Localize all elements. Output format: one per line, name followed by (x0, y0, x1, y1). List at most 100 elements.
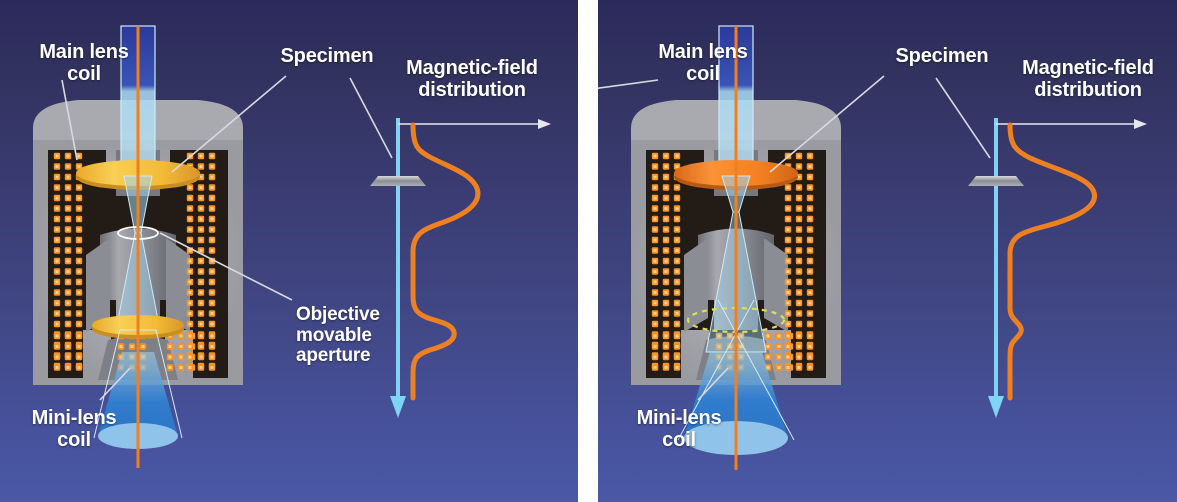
coil-dot-highlight (786, 322, 790, 326)
coil-dot-highlight (664, 322, 668, 326)
coil-dot-highlight (188, 334, 192, 338)
coil-dot-highlight (777, 355, 781, 359)
coil-dot-highlight (739, 334, 743, 338)
beam-cone-edge-left (677, 299, 755, 441)
coil-dot-highlight (797, 334, 801, 338)
coil-dot-highlight (653, 186, 657, 189)
coil-dot-highlight (717, 334, 721, 338)
coil-dot-highlight (77, 165, 81, 168)
coil-dot-highlight (664, 249, 668, 252)
coil-dot-highlight (55, 154, 59, 158)
coil-dot-highlight (199, 301, 203, 305)
coil-dot-highlight (188, 186, 192, 189)
coil-dot-highlight (210, 259, 214, 263)
leader-specimen-icon (349, 77, 393, 159)
coil-dot-highlight (797, 196, 801, 200)
coil-dot-highlight (179, 345, 183, 348)
coil-dot-highlight (199, 154, 203, 158)
coil-dot-highlight (199, 196, 203, 200)
coil-dot-highlight (66, 228, 70, 231)
label-specimen: Specimen (280, 45, 374, 67)
coil-dot-highlight (199, 312, 203, 315)
coil-dot-highlight (786, 259, 790, 263)
coil-dot-highlight (675, 345, 679, 348)
coil-dot-highlight (188, 301, 192, 305)
coil-dot-highlight (66, 280, 70, 284)
coil-dot-highlight (653, 259, 657, 263)
coil-dot-highlight (55, 355, 59, 359)
beam-cone-edge-right (717, 299, 795, 441)
coil-dot-highlight (777, 334, 781, 338)
magnetic-field-curve (1007, 122, 1097, 401)
coil-dot-highlight (66, 186, 70, 189)
coil-dot-highlight (199, 165, 203, 168)
coil-dot-highlight (66, 175, 70, 179)
coil-dot-highlight (55, 345, 59, 348)
coil-dot-highlight (797, 280, 801, 284)
coil-dot-highlight (808, 291, 812, 294)
coil-dot-highlight (786, 270, 790, 273)
coil-dot-highlight (210, 165, 214, 168)
coil-dot-highlight (66, 238, 70, 242)
coil-dot-highlight (188, 270, 192, 273)
coil-dot-highlight (797, 249, 801, 252)
field-chart (988, 118, 1147, 418)
coil-dot-highlight (77, 154, 81, 158)
label-magnetic-field-distribution: Magnetic-field distribution (406, 57, 538, 101)
coil-dot-highlight (808, 165, 812, 168)
label-magnetic-field-distribution: Magnetic-field distribution (1022, 57, 1154, 101)
coil-dot-highlight (77, 207, 81, 210)
specimen-icon (968, 176, 1024, 186)
beam-cone-edge-right (120, 329, 183, 439)
coil-dot-highlight (210, 217, 214, 221)
coil-dot-highlight (66, 366, 70, 369)
coil-dot-highlight (653, 270, 657, 273)
coil-dot-highlight (55, 228, 59, 231)
coil-dot-highlight (66, 165, 70, 168)
coil-dot-highlight (675, 228, 679, 231)
coil-dot-highlight (808, 312, 812, 315)
coil-dot-highlight (777, 366, 781, 369)
field-axis-arrow-head (1134, 119, 1147, 129)
coil-dot-highlight (210, 186, 214, 189)
coil-dot-highlight (808, 301, 812, 305)
pole-wing-left (684, 238, 708, 332)
coil-dot-highlight (199, 207, 203, 210)
coil-dot-highlight (188, 259, 192, 263)
coil-dot-highlight (199, 175, 203, 179)
coil-dot-highlight (808, 186, 812, 189)
coil-dot-highlight (77, 312, 81, 315)
coil-dot-highlight (675, 165, 679, 168)
coil-dot-highlight (664, 270, 668, 273)
coil-dot-highlight (210, 270, 214, 273)
coil-dot-highlight (55, 196, 59, 200)
coil-dot-highlight (664, 355, 668, 359)
coil-dot-highlight (797, 186, 801, 189)
coil-dot-highlight (199, 238, 203, 242)
coil-dot-highlight (55, 217, 59, 221)
coil-dot-highlight (808, 345, 812, 348)
coil-dot-highlight (675, 154, 679, 158)
coil-dot-highlight (797, 270, 801, 273)
leader-specimen-structure (171, 75, 287, 173)
coil-dot-highlight (210, 207, 214, 210)
coil-dot-highlight (664, 165, 668, 168)
coil-dot-highlight (797, 355, 801, 359)
coil-dot-highlight (188, 207, 192, 210)
coil-dot-highlight (77, 291, 81, 294)
coil-dot-highlight (188, 238, 192, 242)
coil-dot-highlight (55, 366, 59, 369)
coil-dot-highlight (675, 249, 679, 252)
coil-dot-highlight (653, 207, 657, 210)
leader-mini-lens-coil (99, 367, 131, 401)
coil-dot-highlight (66, 249, 70, 252)
coil-dot-highlight (675, 301, 679, 305)
coil-dot-highlight (55, 291, 59, 294)
optical-axis-arrow-head (988, 396, 1004, 418)
label-specimen: Specimen (895, 45, 989, 67)
coil-dot-highlight (66, 322, 70, 326)
coil-dot-highlight (55, 270, 59, 273)
coil-dot-highlight (66, 334, 70, 338)
coil-dot-highlight (797, 207, 801, 210)
coil-dot-highlight (808, 270, 812, 273)
